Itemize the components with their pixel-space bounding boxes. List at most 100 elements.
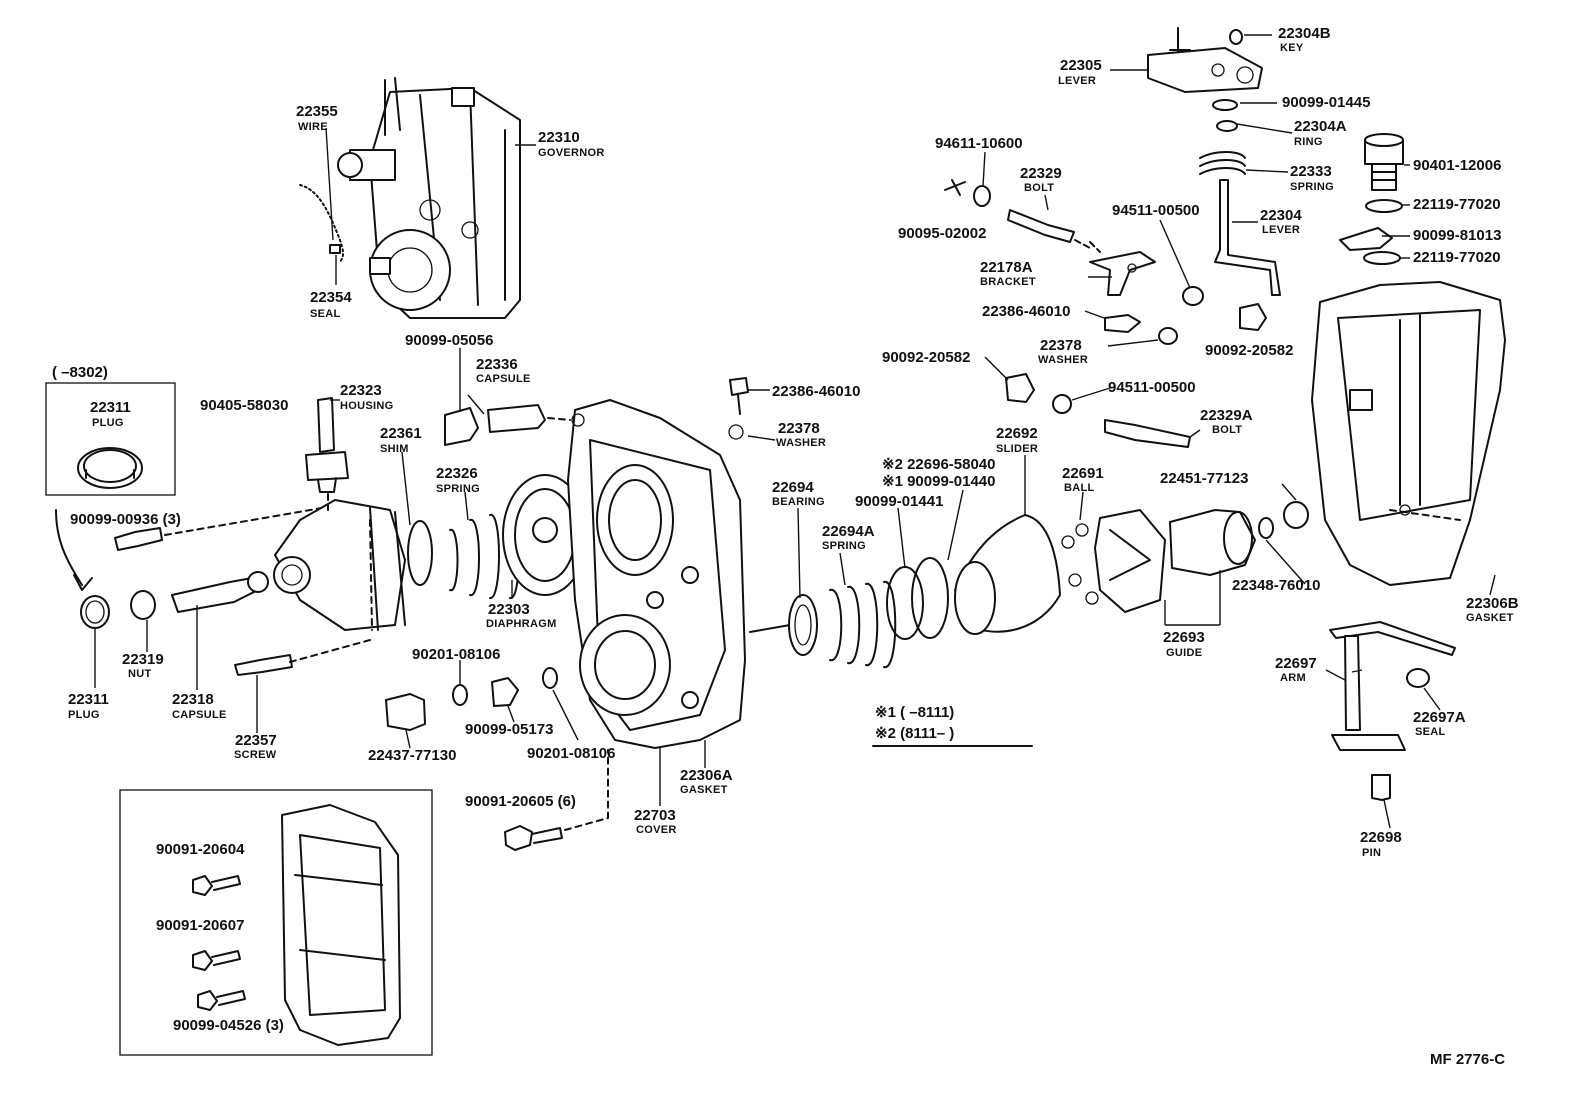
label-22336-number: 22336 [476,356,518,373]
label-22386-46010-b: 22386-46010 [772,383,860,400]
label-22329A-number: 22329A [1200,407,1253,424]
label-22306A-number: 22306A [680,767,733,784]
label-90092-20582-a: 90092-20582 [1205,342,1293,359]
label-90099-81013: 90099-81013 [1413,227,1501,244]
label-22310-number: 22310 [538,129,580,146]
label-22306B-name: GASKET [1466,612,1514,624]
label-22119-77020-b: 22119-77020 [1413,249,1501,266]
label-22693-number: 22693 [1163,629,1205,646]
label-22357-name: SCREW [234,749,277,761]
label-22361-name: SHIM [380,443,409,455]
label-22303-name: DIAPHRAGM [486,618,557,630]
label-90099-01441: 90099-01441 [855,493,943,510]
label-22304A-number: 22304A [1294,118,1347,135]
label-90099-00936: 90099-00936 (3) [70,511,181,528]
connector-gasket [1389,509,1461,521]
label-22311-number: 22311 [68,691,109,708]
label-22361-number: 22361 [380,425,422,442]
label-22304-name: LEVER [1262,224,1300,236]
label-22355-number: 22355 [296,103,338,120]
label-22329-name: BOLT [1024,182,1054,194]
label-22318-name: CAPSULE [172,709,227,721]
label-22326-number: 22326 [436,465,478,482]
label-22694-name: BEARING [772,496,825,508]
label-22692-name: SLIDER [996,443,1038,455]
label-22703-name: COVER [636,824,677,836]
label-22305-name: LEVER [1058,75,1096,87]
variant-90099-01440: ※1 90099-01440 [882,473,996,490]
label-22319-name: NUT [128,668,152,680]
label-90405-58030: 90405-58030 [200,397,288,414]
cover-small-parts-illustration [385,377,749,851]
label-22311-name: PLUG [68,709,100,721]
label-22694-number: 22694 [772,479,814,496]
inset-plug-range: ( –8302) [52,364,108,381]
bolt-22329-bracket-illustration [944,179,1267,448]
label-22354-name: SEAL [310,308,341,320]
label-94611-10600: 94611-10600 [935,135,1023,152]
label-22311-top-name: PLUG [92,417,124,429]
label-22329A-name: BOLT [1212,424,1242,436]
label-22697A-name: SEAL [1415,726,1446,738]
drawing-artwork [45,27,1506,1056]
arm-22697-illustration [1329,621,1456,801]
label-22698-number: 22698 [1360,829,1402,846]
arrow-plug-head [73,574,93,591]
label-22348-76010: 22348-76010 [1232,577,1320,594]
lever-22305-illustration [1147,27,1281,296]
arrow-plug [55,509,83,586]
label-22310-name: GOVERNOR [538,147,605,159]
label-22318-number: 22318 [172,691,214,708]
label-22178A-name: BRACKET [980,276,1036,288]
leader-lines [94,34,1496,829]
inset-plug-illustration [45,382,176,496]
label-90095-02002: 90095-02002 [898,225,986,242]
label-22697A-number: 22697A [1413,709,1466,726]
label-22691-name: BALL [1064,482,1095,494]
label-22303-number: 22303 [488,601,530,618]
governor-assembly-illustration [299,77,521,319]
capsule-22336-illustration [444,404,571,446]
label-90091-20605: 90091-20605 (6) [465,793,576,810]
label-22692-number: 22692 [996,425,1038,442]
label-22311-top-number: 22311 [90,399,131,416]
inset-housing-illustration [119,789,433,1056]
slider-spring-group-illustration [749,501,1309,668]
label-22304-number: 22304 [1260,207,1302,224]
label-22119-77020-a: 22119-77020 [1413,196,1501,213]
label-22437-77130: 22437-77130 [368,747,456,764]
gasket-22306b-housing-illustration [1311,281,1506,586]
label-22323-name: HOUSING [340,400,393,412]
label-22698-name: PIN [1362,847,1381,859]
label-90201-08106-a: 90201-08106 [412,646,500,663]
label-22451-77123: 22451-77123 [1160,470,1248,487]
variant-22696: ※2 22696-58040 [882,456,996,473]
label-22304B-number: 22304B [1278,25,1331,42]
label-22326-name: SPRING [436,483,480,495]
label-90092-20582-b: 90092-20582 [882,349,970,366]
label-22378-b-number: 22378 [778,420,820,437]
label-22378-a-name: WASHER [1038,354,1088,366]
label-22378-a-number: 22378 [1040,337,1082,354]
label-22691-number: 22691 [1062,465,1104,482]
label-22697-number: 22697 [1275,655,1317,672]
part-labels: 22355 WIRE 22310 GOVERNOR 22354 SEAL 223… [52,25,1519,1068]
label-22354-number: 22354 [310,289,352,306]
label-22306B-number: 22306B [1466,595,1519,612]
label-90091-20607: 90091-20607 [156,917,244,934]
label-22703-number: 22703 [634,807,676,824]
legend-line-2: ※2 (8111– ) [875,725,954,742]
label-90099-01445: 90099-01445 [1282,94,1370,111]
label-22355-name: WIRE [298,121,328,133]
label-22336-name: CAPSULE [476,373,531,385]
label-94511-00500-b: 94511-00500 [1108,379,1196,396]
label-22304A-name: RING [1294,136,1323,148]
label-22333-name: SPRING [1290,181,1334,193]
label-22694A-number: 22694A [822,523,875,540]
label-90091-20604: 90091-20604 [156,841,245,858]
label-90401-12006: 90401-12006 [1413,157,1501,174]
bolt-90401-illustration [1339,133,1404,265]
label-22357-number: 22357 [235,732,277,749]
label-90099-04526: 90099-04526 (3) [173,1017,284,1034]
